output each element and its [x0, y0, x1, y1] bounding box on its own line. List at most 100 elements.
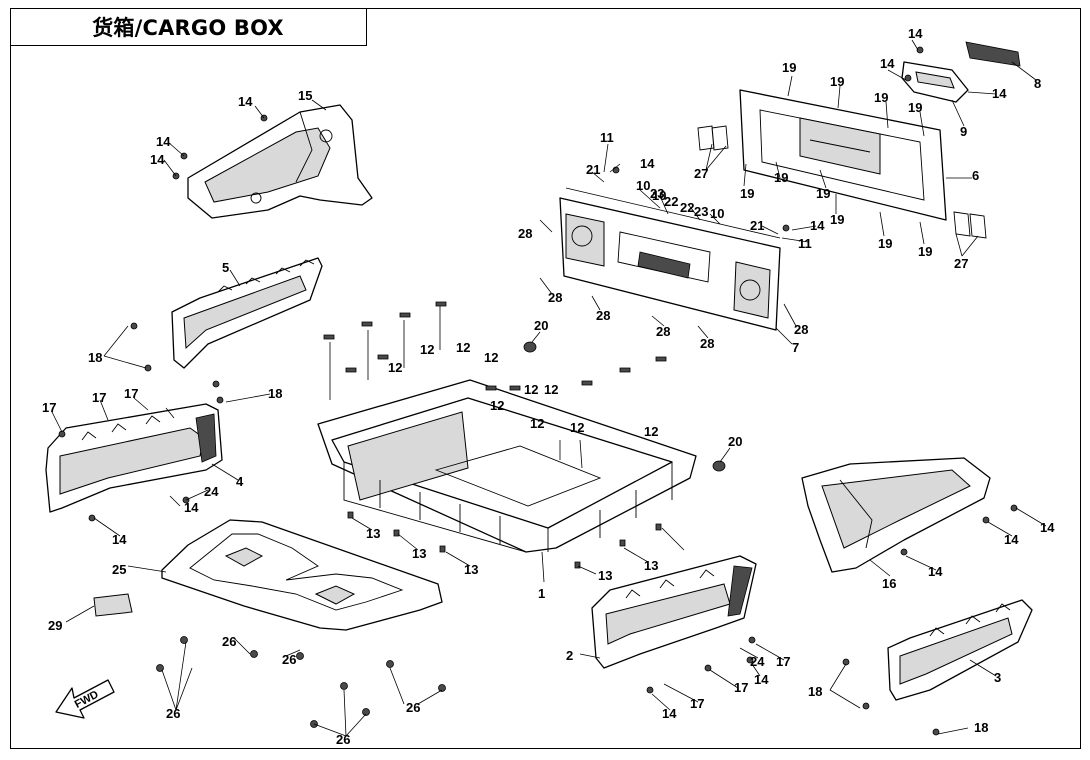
- part-3-right-rear-rail: [887, 599, 1033, 701]
- callout-23: 23: [650, 186, 664, 201]
- callout-17: 17: [124, 386, 138, 401]
- callout-12: 12: [420, 342, 434, 357]
- part-6-tailgate-outer: [739, 89, 947, 221]
- part-20-caps: [523, 341, 726, 472]
- fwd-arrow: FWD: [55, 679, 115, 719]
- callout-18: 18: [268, 386, 282, 401]
- callout-16: 16: [882, 576, 896, 591]
- callout-17: 17: [92, 390, 106, 405]
- part-9-latch-bracket: [901, 61, 969, 103]
- part-5-left-upper-rail: [171, 257, 323, 369]
- callout-25: 25: [112, 562, 126, 577]
- callout-14: 14: [908, 26, 923, 41]
- callout-1: 1: [538, 586, 545, 601]
- callout-14: 14: [880, 56, 895, 71]
- callout-21: 21: [750, 218, 764, 233]
- callout-18: 18: [88, 350, 102, 365]
- callout-14: 14: [662, 706, 677, 721]
- fasteners: [58, 46, 1018, 736]
- callout-28: 28: [548, 290, 562, 305]
- part-27-labels: [697, 125, 987, 239]
- callout-29: 29: [48, 618, 62, 633]
- part-7-tailgate-panel: [559, 187, 781, 331]
- callout-20: 20: [728, 434, 742, 449]
- callout-15: 15: [298, 88, 312, 103]
- callout-14: 14: [754, 672, 769, 687]
- callout-20: 20: [534, 318, 548, 333]
- callout-28: 28: [656, 324, 670, 339]
- callout-14: 14: [1004, 532, 1019, 547]
- leader-lines: [51, 39, 1047, 737]
- drawing-frame: [10, 8, 1081, 749]
- callout-10: 10: [636, 178, 650, 193]
- callout-14: 14: [640, 156, 655, 171]
- callout-14: 14: [184, 500, 199, 515]
- part-29-block: [93, 593, 133, 617]
- callout-12: 12: [544, 382, 558, 397]
- callout-19: 19: [908, 100, 922, 115]
- callout-19: 19: [878, 236, 892, 251]
- callout-10: 10: [710, 206, 724, 221]
- callout-28: 28: [596, 308, 610, 323]
- callout-3: 3: [994, 670, 1001, 685]
- callout-21: 21: [586, 162, 600, 177]
- callout-5: 5: [222, 260, 229, 275]
- part-4-left-lower-rail: [45, 403, 223, 513]
- callout-27: 27: [954, 256, 968, 271]
- callout-28: 28: [794, 322, 808, 337]
- callout-26: 26: [336, 732, 350, 747]
- part-8-handle: [965, 41, 1021, 67]
- callout-12: 12: [484, 350, 498, 365]
- part-16-right-side-panel: [801, 457, 991, 573]
- callout-13: 13: [644, 558, 658, 573]
- callout-13: 13: [464, 562, 478, 577]
- callout-12: 12: [530, 416, 544, 431]
- callout-8: 8: [1034, 76, 1041, 91]
- callout-2: 2: [566, 648, 573, 663]
- callout-6: 6: [972, 168, 979, 183]
- callout-28: 28: [518, 226, 532, 241]
- title-box: 货箱/CARGO BOX: [10, 8, 367, 46]
- callout-26: 26: [282, 652, 296, 667]
- callout-13: 13: [412, 546, 426, 561]
- callout-12: 12: [570, 420, 584, 435]
- callout-4: 4: [236, 474, 244, 489]
- callout-22: 22: [664, 194, 678, 209]
- callout-12: 12: [456, 340, 470, 355]
- callout-12: 12: [524, 382, 538, 397]
- callout-14: 14: [238, 94, 253, 109]
- callout-23: 23: [694, 204, 708, 219]
- callout-27: 27: [694, 166, 708, 181]
- callout-11: 11: [798, 236, 812, 251]
- callout-26: 26: [222, 634, 236, 649]
- callout-19: 19: [782, 60, 796, 75]
- callout-17: 17: [690, 696, 704, 711]
- callout-19: 19: [918, 244, 932, 259]
- callout-19: 19: [774, 170, 788, 185]
- callout-14: 14: [156, 134, 171, 149]
- callout-26: 26: [166, 706, 180, 721]
- callout-10: 10: [652, 188, 666, 203]
- callout-19: 19: [830, 212, 844, 227]
- callout-11: 11: [600, 130, 614, 145]
- callout-14: 14: [810, 218, 825, 233]
- callout-13: 13: [598, 568, 612, 583]
- callout-14: 14: [992, 86, 1007, 101]
- callout-17: 17: [42, 400, 56, 415]
- callout-19: 19: [740, 186, 754, 201]
- callout-19: 19: [874, 90, 888, 105]
- callout-7: 7: [792, 340, 799, 355]
- callout-12: 12: [644, 424, 658, 439]
- part-1-cargo-box-tub: [317, 379, 697, 553]
- callout-13: 13: [366, 526, 380, 541]
- callout-18: 18: [808, 684, 822, 699]
- callout-19: 19: [830, 74, 844, 89]
- part-15-upper-side-panel: [187, 104, 373, 219]
- callout-24: 24: [750, 654, 765, 669]
- callout-19: 19: [816, 186, 830, 201]
- callout-labels: 1 2 3 4 5 6 7 8 9 10 10 10 11 11 12 12 1…: [42, 26, 1055, 747]
- callout-24: 24: [204, 484, 219, 499]
- callout-18: 18: [974, 720, 988, 735]
